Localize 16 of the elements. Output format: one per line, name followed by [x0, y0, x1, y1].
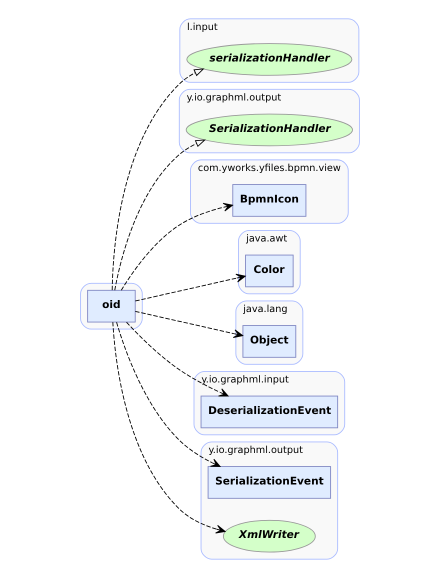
- node-box: SerializationEvent: [208, 466, 332, 499]
- node-box: BpmnIcon: [232, 184, 306, 217]
- arrow: [112, 322, 226, 534]
- arrow: [116, 322, 221, 467]
- node-box: DeserializationEvent: [200, 396, 338, 428]
- arrow: [134, 310, 244, 338]
- arrow: [120, 202, 233, 291]
- arrow: [126, 322, 229, 396]
- node-box: Color: [245, 254, 294, 288]
- node-box: Object: [242, 325, 296, 358]
- cluster: [80, 282, 143, 330]
- arrow: [112, 68, 205, 291]
- node-ellipse: XmlWriter: [222, 520, 316, 553]
- node-box: oid: [87, 290, 136, 322]
- arrow: [114, 139, 206, 291]
- arrow: [134, 274, 246, 302]
